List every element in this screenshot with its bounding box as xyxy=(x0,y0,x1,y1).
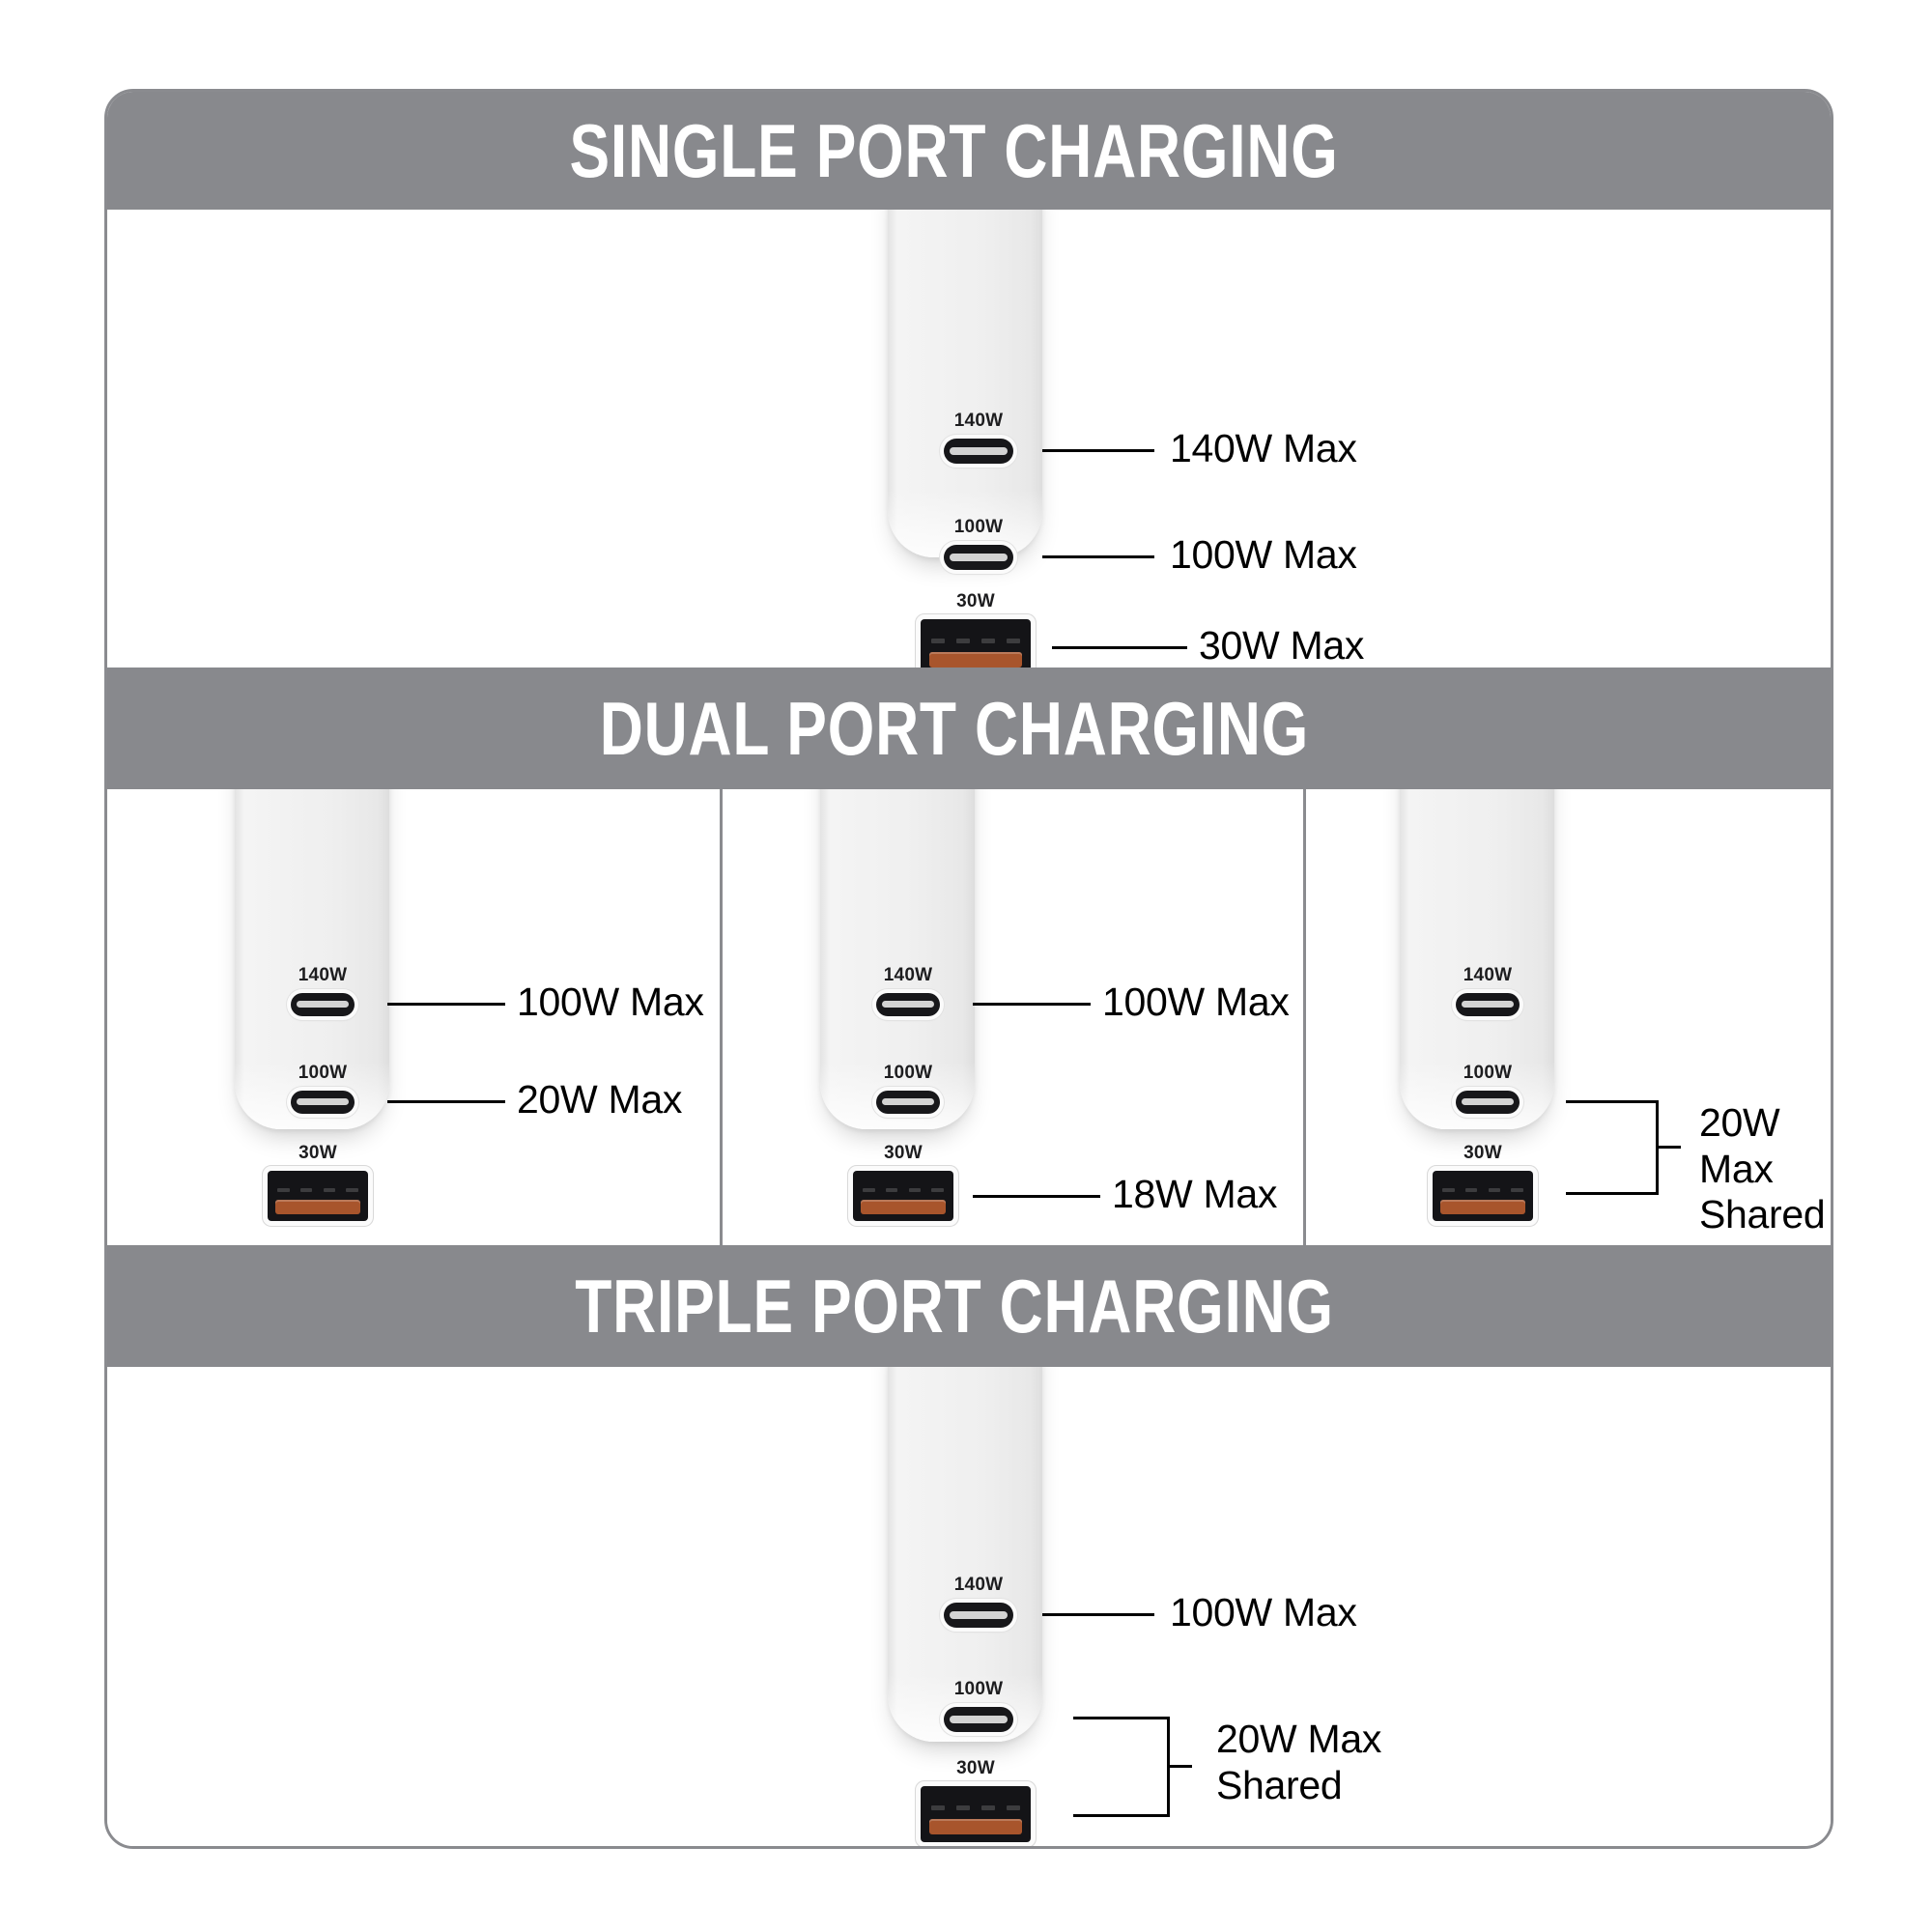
panel-divider-1 xyxy=(720,789,723,1245)
callout-triple-20w-shared: 20W Max Shared xyxy=(1216,1717,1382,1807)
panel-triple: 140W 100W Max 100W 30W xyxy=(107,1367,1831,1846)
usb-c-icon xyxy=(944,1707,1013,1732)
callout-dual1-20w-max: 20W Max xyxy=(517,1077,683,1122)
port-usbc-100-dual-2[interactable]: 100W xyxy=(876,1063,940,1114)
port-usba-30-single[interactable]: 30W xyxy=(921,591,1031,668)
spec-card: SINGLE PORT CHARGING 140W 140W Max 100W … xyxy=(104,89,1833,1849)
charger-body-single xyxy=(888,210,1042,557)
port-usbc-140-triple[interactable]: 140W xyxy=(944,1575,1013,1628)
port-cap-label: 30W xyxy=(298,1143,337,1163)
usb-a-pins xyxy=(931,638,1020,643)
port-usbc-100-triple[interactable]: 100W xyxy=(944,1679,1013,1732)
section-header-single: SINGLE PORT CHARGING xyxy=(107,92,1831,210)
usb-a-icon xyxy=(268,1171,368,1221)
port-usbc-140-single[interactable]: 140W xyxy=(944,411,1013,464)
usb-c-icon xyxy=(944,439,1013,464)
leader-line-140w xyxy=(1042,449,1154,452)
port-usbc-140-dual-1[interactable]: 140W xyxy=(291,965,355,1016)
port-cap-label: 100W xyxy=(1463,1063,1513,1083)
port-usbc-100-dual-1[interactable]: 100W xyxy=(291,1063,355,1114)
usb-c-icon xyxy=(876,1091,940,1114)
usb-c-icon xyxy=(1456,1091,1520,1114)
port-usbc-100-single[interactable]: 100W xyxy=(944,517,1013,570)
section-header-dual: DUAL PORT CHARGING xyxy=(107,668,1831,789)
callout-dual1-100w-max: 100W Max xyxy=(517,980,704,1024)
usb-c-icon xyxy=(876,993,940,1016)
port-usba-30-dual-3[interactable]: 30W xyxy=(1433,1143,1533,1221)
leader-line-dual1-100w xyxy=(387,1003,505,1006)
bracket-triple-shared xyxy=(1073,1717,1199,1817)
port-cap-label: 30W xyxy=(956,1758,995,1778)
usb-a-icon xyxy=(921,1786,1031,1842)
port-cap-label: 100W xyxy=(953,517,1004,537)
port-cap-label: 30W xyxy=(884,1143,923,1163)
port-cap-label: 140W xyxy=(953,411,1004,431)
leader-line-30w xyxy=(1052,646,1187,649)
section-header-triple: TRIPLE PORT CHARGING xyxy=(107,1245,1831,1367)
panel-dual: 140W 100W Max 100W 20W Max 30W xyxy=(107,789,1831,1245)
charger-body-dual-2 xyxy=(820,789,975,1129)
section-title-triple: TRIPLE PORT CHARGING xyxy=(575,1264,1334,1349)
section-title-dual: DUAL PORT CHARGING xyxy=(599,686,1310,771)
usb-c-icon xyxy=(944,545,1013,570)
usb-a-pins xyxy=(277,1187,358,1193)
usb-a-tongue xyxy=(861,1200,946,1215)
port-usba-30-triple[interactable]: 30W xyxy=(921,1758,1031,1842)
usb-a-tongue xyxy=(929,1818,1022,1835)
panel-divider-2 xyxy=(1303,789,1306,1245)
port-cap-label: 100W xyxy=(953,1679,1004,1699)
port-usbc-100-dual-3[interactable]: 100W xyxy=(1456,1063,1520,1114)
usb-c-icon xyxy=(291,1091,355,1114)
usb-a-icon xyxy=(1433,1171,1533,1221)
port-cap-label: 140W xyxy=(953,1575,1004,1595)
bracket-dual3-shared xyxy=(1566,1100,1686,1195)
port-cap-label: 140W xyxy=(1463,965,1513,985)
usb-a-tongue xyxy=(275,1200,360,1215)
usb-c-icon xyxy=(291,993,355,1016)
port-usba-30-dual-1[interactable]: 30W xyxy=(268,1143,368,1221)
port-cap-label: 100W xyxy=(298,1063,348,1083)
usb-a-tongue xyxy=(929,651,1022,668)
port-cap-label: 100W xyxy=(883,1063,933,1083)
callout-30w-max: 30W Max xyxy=(1199,623,1365,668)
usb-a-pins xyxy=(931,1804,1020,1810)
usb-c-icon xyxy=(944,1603,1013,1628)
port-cap-label: 140W xyxy=(883,965,933,985)
port-cap-label: 140W xyxy=(298,965,348,985)
port-usbc-140-dual-2[interactable]: 140W xyxy=(876,965,940,1016)
callout-100w-max: 100W Max xyxy=(1170,532,1357,577)
usb-a-icon xyxy=(853,1171,953,1221)
port-cap-label: 30W xyxy=(1463,1143,1502,1163)
section-title-single: SINGLE PORT CHARGING xyxy=(569,108,1340,193)
usb-a-icon xyxy=(921,619,1031,668)
leader-line-triple-100w xyxy=(1042,1613,1154,1616)
usb-a-tongue xyxy=(1440,1200,1525,1215)
port-usba-30-dual-2[interactable]: 30W xyxy=(853,1143,953,1221)
leader-line-dual2-100w xyxy=(973,1003,1091,1006)
port-cap-label: 30W xyxy=(956,591,995,611)
leader-line-100w xyxy=(1042,555,1154,558)
leader-line-dual2-18w xyxy=(973,1195,1100,1198)
callout-dual2-100w-max: 100W Max xyxy=(1102,980,1290,1024)
callout-dual2-18w-max: 18W Max xyxy=(1112,1172,1278,1216)
usb-a-pins xyxy=(863,1187,944,1193)
callout-dual3-20w-shared: 20W Max Shared xyxy=(1699,1100,1826,1237)
callout-triple-100w-max: 100W Max xyxy=(1170,1590,1357,1634)
callout-140w-max: 140W Max xyxy=(1170,426,1357,470)
usb-c-icon xyxy=(1456,993,1520,1016)
panel-single: 140W 140W Max 100W 100W Max 30W xyxy=(107,210,1831,668)
port-usbc-140-dual-3[interactable]: 140W xyxy=(1456,965,1520,1016)
usb-a-pins xyxy=(1442,1187,1523,1193)
leader-line-dual1-20w xyxy=(387,1100,505,1103)
